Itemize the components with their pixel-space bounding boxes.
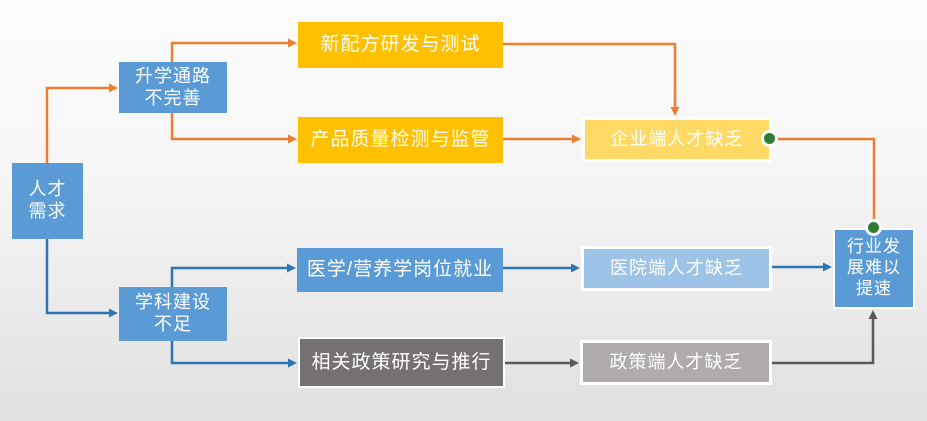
node-medical-jobs: 医学/营养学岗位就业 (297, 248, 503, 292)
edge-enterprise-to-industry (776, 137, 876, 222)
node-talent-demand: 人才 需求 (12, 163, 83, 239)
node-formula-rd: 新配方研发与测试 (298, 22, 503, 68)
node-industry-slow: 行业发 展难以 提速 (833, 228, 915, 309)
node-hospital-shortage: 医院端人才缺乏 (581, 246, 772, 291)
edge-discipline-to-policyresearch (170, 341, 297, 368)
node-pathway-imperfect-label: 升学通路 不完善 (135, 65, 211, 108)
edge-pathway-to-formula (170, 38, 297, 62)
node-policy-research: 相关政策研究与推行 (298, 337, 505, 388)
node-medical-jobs-label: 医学/营养学岗位就业 (306, 259, 494, 281)
node-quality-supervision: 产品质量检测与监管 (298, 117, 503, 163)
node-formula-rd-label: 新配方研发与测试 (320, 34, 481, 56)
node-quality-supervision-label: 产品质量检测与监管 (310, 129, 491, 151)
node-hospital-shortage-label: 医院端人才缺乏 (610, 257, 743, 278)
edge-policyshortage-to-industry (772, 310, 878, 365)
node-industry-slow-label: 行业发 展难以 提速 (847, 237, 901, 298)
node-policy-research-label: 相关政策研究与推行 (311, 351, 492, 373)
edge-talent-to-pathway (45, 83, 118, 163)
node-pathway-imperfect: 升学通路 不完善 (119, 62, 227, 113)
node-discipline-insufficient-label: 学科建设 不足 (135, 292, 211, 334)
edge-discipline-to-medical (170, 263, 296, 287)
node-discipline-insufficient: 学科建设 不足 (119, 287, 227, 341)
node-enterprise-shortage-label: 企业端人才缺乏 (610, 128, 744, 149)
connector-dot-enterprise-icon (761, 130, 778, 147)
connector-dot-industry-icon (865, 219, 882, 236)
node-enterprise-shortage: 企业端人才缺乏 (582, 117, 772, 162)
node-policy-shortage-label: 政策端人才缺乏 (609, 351, 743, 372)
node-policy-shortage: 政策端人才缺乏 (580, 340, 772, 385)
node-talent-demand-label: 人才 需求 (28, 179, 67, 221)
edge-talent-to-discipline (45, 239, 118, 318)
edge-formula-to-enterprise (503, 42, 680, 116)
edge-pathway-to-quality (170, 113, 297, 144)
